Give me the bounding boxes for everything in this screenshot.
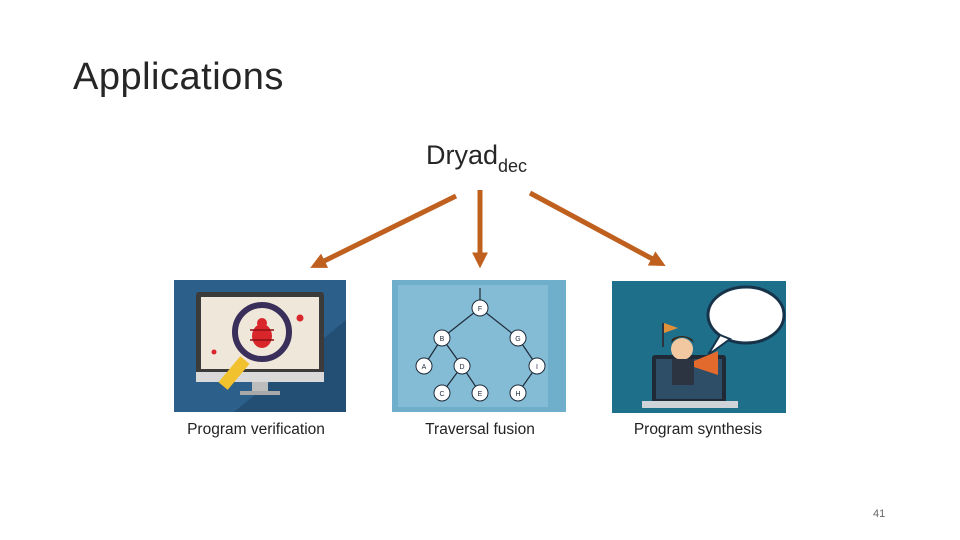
root-subscript: dec	[498, 156, 528, 176]
tree-node-label: C	[439, 391, 444, 398]
arrow-right	[528, 190, 666, 267]
man-megaphone-laptop-icon	[612, 281, 786, 413]
caption-traversal-fusion: Traversal fusion	[425, 421, 535, 438]
tree-node-label: E	[478, 391, 483, 398]
tree-node-label: G	[515, 336, 520, 343]
tree-node-label: D	[459, 364, 464, 371]
tree-node-label: F	[478, 306, 482, 313]
tree-node-label: B	[440, 336, 445, 343]
caption-program-synthesis: Program synthesis	[633, 421, 763, 438]
tree-graph-icon: F B G A D I C E H	[392, 280, 566, 412]
traversal-fusion-image: F B G A D I C E H	[392, 280, 566, 417]
program-verification-image	[174, 280, 346, 417]
program-synthesis-image	[612, 281, 786, 418]
tree-node-label: A	[422, 364, 427, 371]
tree-node-label: H	[515, 391, 520, 398]
bug-magnifier-monitor-icon	[174, 280, 346, 412]
caption-program-verification: Program verification	[187, 421, 325, 438]
page-number: 41	[873, 508, 886, 520]
slide-title: Applications	[73, 56, 284, 98]
root-node-label: Dryaddec	[426, 140, 527, 177]
root-label: Dryad	[426, 140, 499, 170]
tree-node-label: I	[536, 364, 538, 371]
arrow-left	[310, 193, 458, 268]
